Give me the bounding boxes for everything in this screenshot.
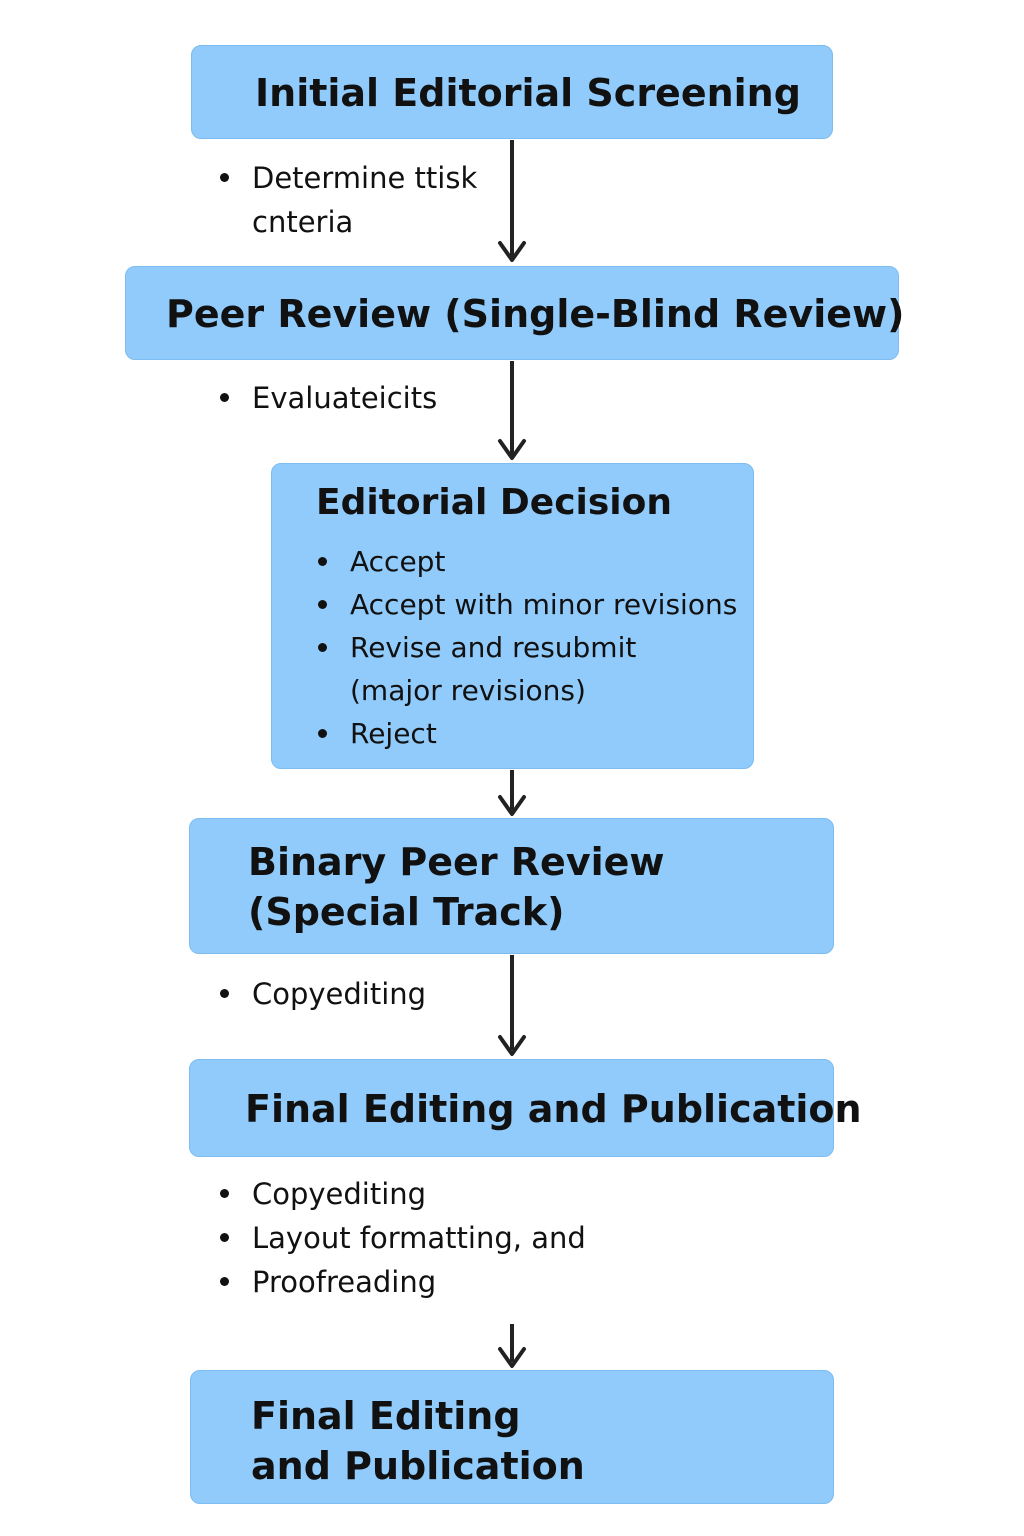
arrow-final-editing-to-publication (498, 1324, 526, 1368)
decision-options: Accept Accept with minor revisions Revis… (316, 540, 746, 755)
decision-option: Accept (316, 540, 746, 583)
step-initial-editorial-screening: Initial Editorial Screening (191, 45, 833, 139)
note-item: Proofreading (218, 1260, 668, 1304)
step-title: Initial Editorial Screening (255, 71, 801, 115)
step-title: Peer Review (Single-Blind Review) (166, 292, 905, 336)
step-title: Binary Peer Review (Special Track) (248, 840, 665, 934)
step-notes: Determine ttisk cnteria (218, 156, 518, 244)
note-item: Copyediting (218, 1172, 668, 1216)
step-title: Final Editing and Publication (251, 1394, 585, 1488)
arrow-binary-review-to-final-editing (498, 955, 526, 1056)
note-item: Copyediting (218, 972, 518, 1016)
step-notes: Copyediting Layout formatting, and Proof… (218, 1172, 668, 1304)
decision-option: Accept with minor revisions (316, 583, 746, 626)
note-item: Determine ttisk cnteria (218, 156, 518, 244)
step-title: Final Editing and Publication (245, 1087, 862, 1131)
step-notes: Copyediting (218, 972, 518, 1016)
step-title: Editorial Decision (316, 482, 673, 523)
step-binary-peer-review: Binary Peer Review (Special Track) (189, 818, 834, 954)
step-editorial-decision: Editorial Decision Accept Accept with mi… (271, 463, 754, 769)
decision-option: Revise and resubmit (major revisions) (316, 626, 746, 712)
arrow-peer-review-to-decision (498, 361, 526, 460)
note-item: Layout formatting, and (218, 1216, 668, 1260)
step-final-editing-and-publication-end: Final Editing and Publication (190, 1370, 834, 1504)
arrow-screening-to-peer-review (498, 140, 526, 262)
step-final-editing-and-publication: Final Editing and Publication (189, 1059, 862, 1157)
note-item: Evaluateicits (218, 376, 518, 420)
arrow-decision-to-binary-review (498, 770, 526, 816)
step-peer-review: Peer Review (Single-Blind Review) (125, 266, 904, 360)
decision-option: Reject (316, 712, 746, 755)
step-notes: Evaluateicits (218, 376, 518, 420)
